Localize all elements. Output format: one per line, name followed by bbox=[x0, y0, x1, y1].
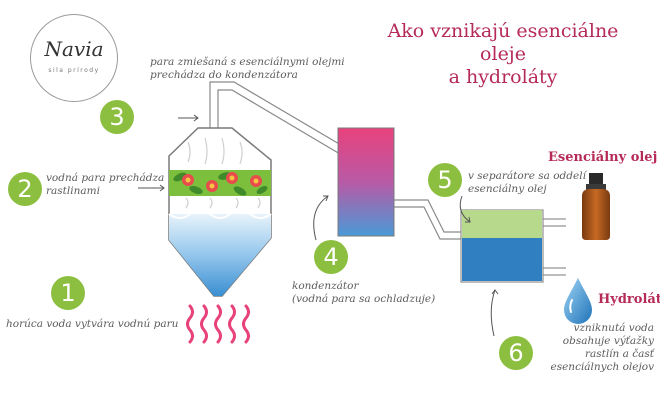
step-4-text: kondenzátor (vodná para sa ochladzuje) bbox=[292, 280, 435, 306]
arrows bbox=[138, 114, 499, 337]
step-4-badge: 4 bbox=[314, 240, 348, 274]
oil-label: Esenciálny olej bbox=[548, 150, 658, 165]
title-line-2: a hydroláty bbox=[448, 66, 558, 88]
step-6-badge: 6 bbox=[499, 336, 533, 370]
step-1-badge: 1 bbox=[51, 276, 85, 310]
page-title: Ako vznikajú esenciálne oleje a hydrolát… bbox=[368, 20, 638, 89]
step-4-line-2: (vodná para sa ochladzuje) bbox=[292, 293, 436, 305]
step-4-line-1: kondenzátor bbox=[292, 280, 359, 292]
step-6-text: vzniknutá voda obsahuje výťažky rastlín … bbox=[538, 322, 654, 374]
step-6-line-2: obsahuje výťažky bbox=[562, 335, 654, 347]
step-5-text: v separátore sa oddelí esenciálny olej bbox=[468, 170, 586, 196]
step-3-line-1: para zmiešaná s esenciálnymi olejmi bbox=[150, 56, 345, 68]
separator bbox=[460, 209, 566, 283]
step-6-line-4: esenciálnych olejov bbox=[550, 361, 654, 373]
step-2-text: vodná para prechádza rastlinami bbox=[46, 172, 164, 198]
step-5-line-2: esenciálny olej bbox=[468, 183, 547, 195]
step-3-text: para zmiešaná s esenciálnymi olejmi prec… bbox=[150, 56, 345, 82]
step-6-line-1: vzniknutá voda bbox=[573, 322, 654, 334]
logo-name: Navia bbox=[44, 37, 104, 61]
step-3-line-2: prechádza do kondenzátora bbox=[150, 69, 298, 81]
step-5-line-1: v separátore sa oddelí bbox=[468, 170, 586, 182]
title-line-1: Ako vznikajú esenciálne oleje bbox=[387, 20, 619, 65]
brand-logo: Navia sila prírody bbox=[30, 14, 118, 102]
heat-waves-icon bbox=[186, 304, 250, 344]
step-6-line-3: rastlín a časť bbox=[584, 348, 654, 360]
step-2-line-1: vodná para prechádza bbox=[46, 172, 165, 184]
step-2-line-2: rastlinami bbox=[46, 185, 100, 197]
bottle-icon bbox=[582, 173, 610, 240]
condenser bbox=[337, 127, 395, 237]
vapor-pipe bbox=[209, 81, 347, 155]
step-1-text: horúca voda vytvára vodnú paru bbox=[6, 318, 179, 330]
water-drop-icon bbox=[564, 278, 592, 324]
distillate-pipe bbox=[393, 199, 462, 240]
still-vessel bbox=[168, 127, 272, 297]
step-5-badge: 5 bbox=[428, 163, 462, 197]
step-3-badge: 3 bbox=[100, 100, 134, 134]
logo-tagline: sila prírody bbox=[48, 67, 100, 74]
hydrolat-label: Hydrolát bbox=[598, 292, 660, 307]
flower-icon bbox=[182, 172, 262, 192]
step-2-badge: 2 bbox=[8, 172, 42, 206]
